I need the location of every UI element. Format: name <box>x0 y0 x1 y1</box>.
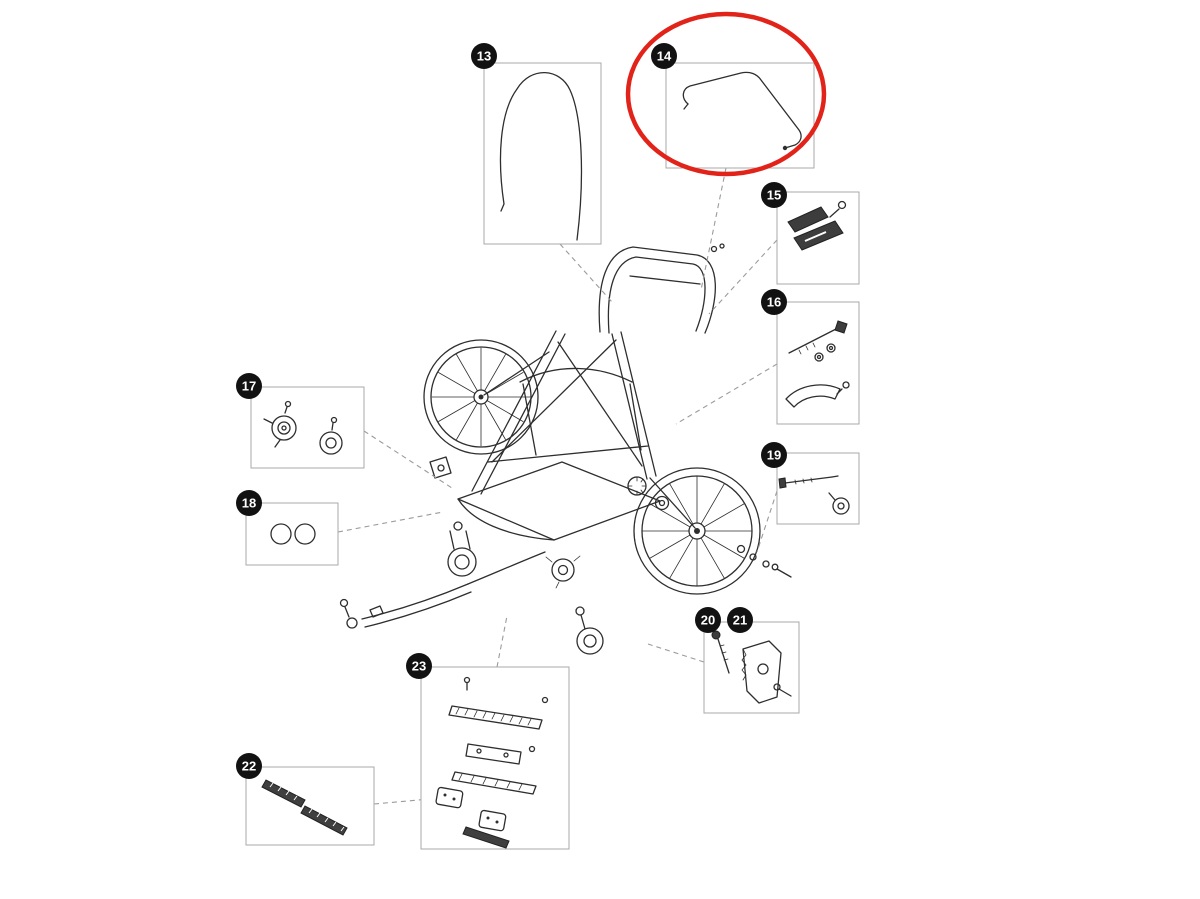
callout-23-box[interactable] <box>420 666 570 850</box>
callout-21-label: 21 <box>733 613 747 628</box>
hub-gear-part <box>627 476 670 511</box>
connector-18 <box>337 511 444 533</box>
callout-14-box[interactable] <box>665 62 815 169</box>
callout-21-badge <box>727 607 753 633</box>
callout-18-badge <box>236 490 262 516</box>
caster-bracket-part <box>429 456 452 479</box>
callout-18[interactable]: 18 <box>236 490 339 566</box>
part-23-drawing <box>435 676 549 849</box>
part-22-drawing <box>261 779 348 836</box>
callout-17-box[interactable] <box>250 386 365 469</box>
handlebar <box>598 243 725 334</box>
callout-18-label: 18 <box>242 496 256 511</box>
callout-17[interactable]: 17 <box>236 373 365 469</box>
left-wheel <box>423 339 539 455</box>
callout-23[interactable]: 23 <box>406 653 570 850</box>
part-21-drawing <box>741 640 792 704</box>
part-13-drawing <box>499 72 583 241</box>
connector-20-21 <box>647 643 705 663</box>
callout-15-label: 15 <box>767 188 781 203</box>
connector-13 <box>559 243 613 303</box>
part-14-drawing <box>682 71 802 151</box>
stroller-drawing <box>339 243 792 655</box>
callout-22-badge <box>236 753 262 779</box>
callout-17-badge <box>236 373 262 399</box>
callout-16-label: 16 <box>767 295 781 310</box>
caster-wheel-front <box>447 521 477 577</box>
part-17-drawing <box>263 400 343 455</box>
callout-23-label: 23 <box>412 659 426 674</box>
callout-14-label: 14 <box>657 49 672 64</box>
part-19-drawing <box>778 475 850 515</box>
callout-22-label: 22 <box>242 759 256 774</box>
part-18-drawing <box>270 523 316 545</box>
callout-20-label: 20 <box>701 613 715 628</box>
callout-14[interactable]: 14 <box>651 43 815 169</box>
highlight-ellipse-part-14 <box>625 11 827 177</box>
brake-disc-part <box>545 555 581 589</box>
callout-13-badge <box>471 43 497 69</box>
part-20-drawing <box>711 630 730 674</box>
callout-20-21[interactable]: 20 21 <box>695 607 800 714</box>
callout-19[interactable]: 19 <box>761 442 860 525</box>
tow-bar <box>339 551 546 629</box>
callout-22-box[interactable] <box>245 766 375 846</box>
connector-19 <box>756 490 778 553</box>
connector-23 <box>496 615 508 668</box>
callout-17-label: 17 <box>242 379 256 394</box>
connector-14 <box>700 167 727 291</box>
part-16-drawing <box>785 320 850 408</box>
callout-15-badge <box>761 182 787 208</box>
callout-19-badge <box>761 442 787 468</box>
callout-15[interactable]: 15 <box>761 182 860 285</box>
callout-13-label: 13 <box>477 49 491 64</box>
callout-16[interactable]: 16 <box>761 289 860 425</box>
connector-16 <box>675 363 778 425</box>
callout-16-badge <box>761 289 787 315</box>
callout-23-badge <box>406 653 432 679</box>
callout-22[interactable]: 22 <box>236 753 375 846</box>
part-15-drawing <box>787 200 847 251</box>
connector-lines <box>337 167 778 805</box>
callout-20-badge <box>695 607 721 633</box>
axle-fasteners <box>736 544 792 578</box>
right-wheel <box>633 467 761 595</box>
caster-wheel-rear <box>575 606 604 655</box>
connector-15 <box>708 239 778 315</box>
callout-19-box[interactable] <box>776 452 860 525</box>
callout-13-box[interactable] <box>483 62 602 245</box>
callout-16-box[interactable] <box>776 301 860 425</box>
callout-19-label: 19 <box>767 448 781 463</box>
callout-13[interactable]: 13 <box>471 43 602 245</box>
callout-14-badge <box>651 43 677 69</box>
callout-18-box[interactable] <box>245 502 339 566</box>
